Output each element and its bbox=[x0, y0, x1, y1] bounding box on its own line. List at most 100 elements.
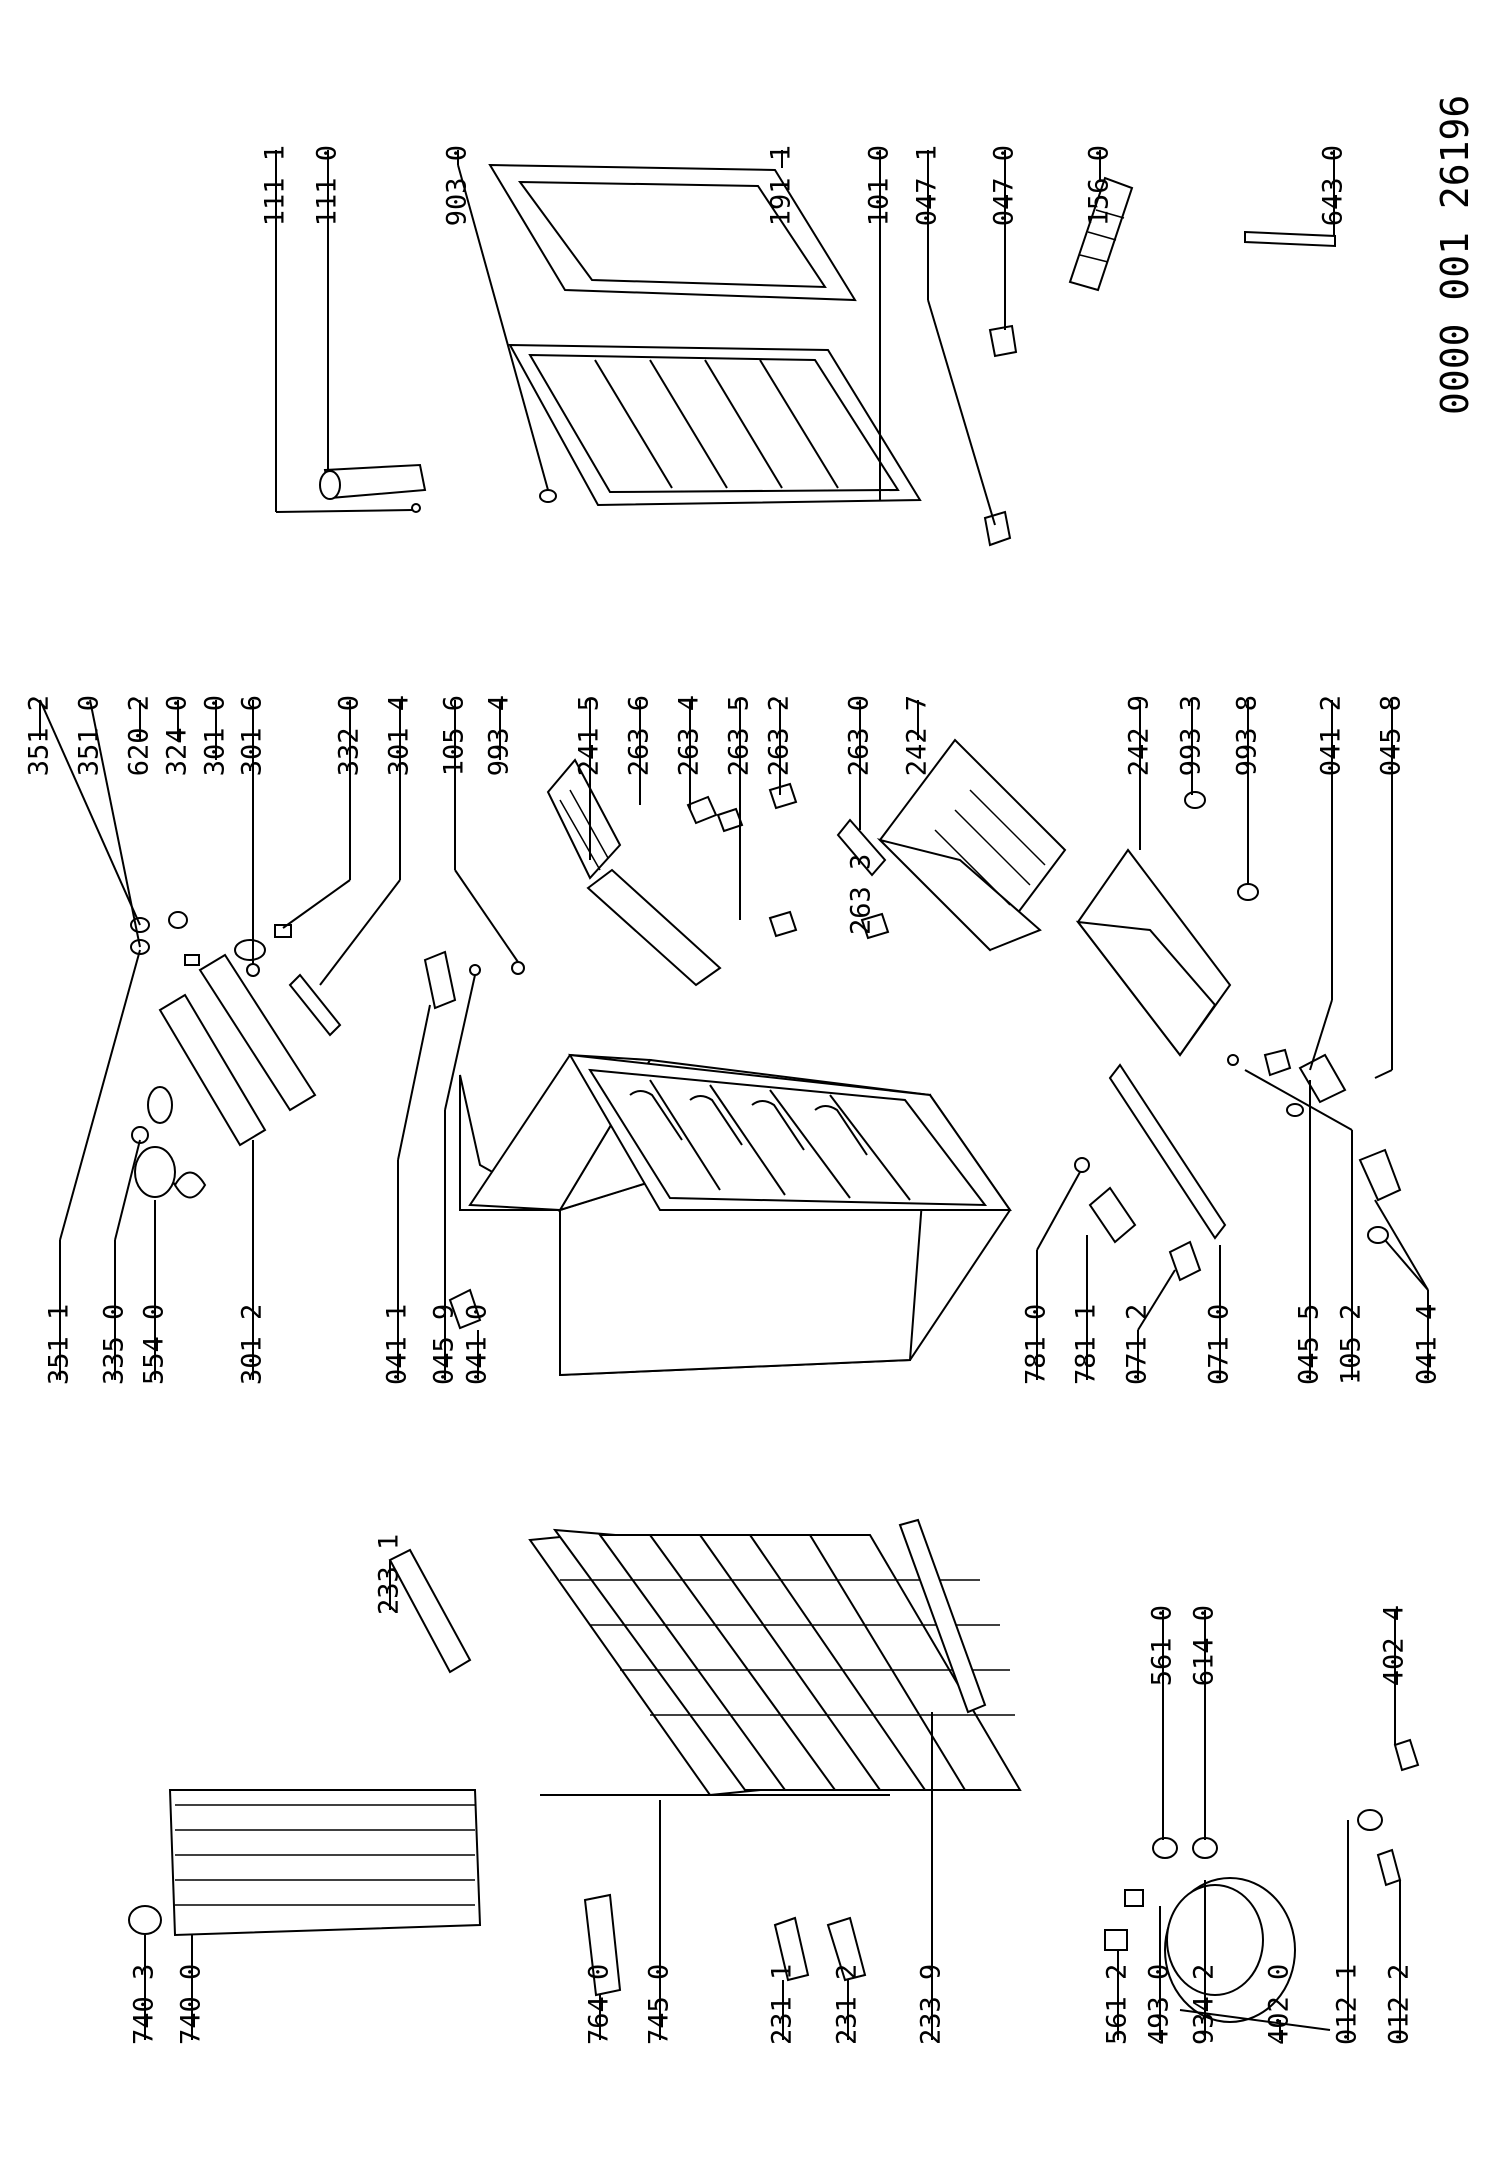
glass-shelf bbox=[546, 758, 622, 880]
door-panel bbox=[508, 343, 922, 507]
part-label: 745 0 bbox=[644, 1964, 675, 2045]
part-label: 324 0 bbox=[162, 695, 193, 776]
bracket-041-0 bbox=[448, 1288, 482, 1330]
clip-263-4 bbox=[716, 807, 744, 833]
clip-263-5 bbox=[768, 910, 798, 938]
part-label: 263 3 bbox=[846, 854, 877, 935]
part-label: 071 0 bbox=[1204, 1304, 1235, 1385]
grommet-012-1 bbox=[1357, 1809, 1383, 1831]
bracket bbox=[423, 950, 457, 1010]
part-561-0 bbox=[1152, 1837, 1178, 1859]
drawer-bottom bbox=[1075, 848, 1232, 1057]
part-label: 263 4 bbox=[674, 695, 705, 776]
part-231-1 bbox=[773, 1916, 810, 1982]
hinge-block-2 bbox=[988, 324, 1018, 358]
part-label: 233 9 bbox=[916, 1964, 947, 2045]
door-handle bbox=[1244, 230, 1336, 248]
part-label: 301 6 bbox=[237, 695, 268, 776]
part-label: 781 0 bbox=[1021, 1304, 1052, 1385]
part-label: 402 4 bbox=[1379, 1605, 1410, 1686]
part-label: 993 8 bbox=[1232, 695, 1263, 776]
part-label: 263 0 bbox=[844, 695, 875, 776]
part-label: 233 1 bbox=[374, 1534, 405, 1615]
knob-3 bbox=[168, 911, 188, 929]
clip bbox=[184, 954, 200, 966]
part-label: 351 2 bbox=[24, 695, 55, 776]
screw-105-2 bbox=[1227, 1054, 1239, 1066]
part-label: 041 0 bbox=[462, 1304, 493, 1385]
part-label: 764 0 bbox=[584, 1964, 615, 2045]
part-label: 614 0 bbox=[1189, 1605, 1220, 1686]
part-label: 012 2 bbox=[1384, 1964, 1415, 2045]
lamp-cover bbox=[288, 973, 342, 1037]
cap-740-3 bbox=[128, 1905, 162, 1935]
filter-drier bbox=[583, 1893, 622, 1997]
foot-071-2 bbox=[1168, 1240, 1202, 1282]
part-label: 045 8 bbox=[1376, 695, 1407, 776]
part-614-0 bbox=[1192, 1837, 1218, 1859]
part-label: 781 1 bbox=[1071, 1304, 1102, 1385]
document-number: 0000 001 26196 bbox=[1433, 95, 1477, 415]
part-label: 101 0 bbox=[864, 145, 895, 226]
part-label: 041 4 bbox=[1412, 1304, 1443, 1385]
part-label: 263 6 bbox=[624, 695, 655, 776]
clip-263-6 bbox=[686, 795, 718, 825]
part-label: 903 0 bbox=[442, 145, 473, 226]
part-label: 231 2 bbox=[832, 1964, 863, 2045]
part-label: 041 2 bbox=[1316, 695, 1347, 776]
hinge-block bbox=[983, 510, 1012, 547]
part-label: 301 0 bbox=[200, 695, 231, 776]
rod-233-9 bbox=[898, 1518, 987, 1714]
leader-lines-top bbox=[275, 150, 1335, 526]
part-label: 993 4 bbox=[484, 695, 515, 776]
part-label: 263 5 bbox=[724, 695, 755, 776]
part-label: 643 0 bbox=[1318, 145, 1349, 226]
thermostat-housing bbox=[131, 939, 317, 1199]
part-label: 740 0 bbox=[176, 1964, 207, 2045]
part-label: 191 1 bbox=[766, 145, 797, 226]
part-label: 012 1 bbox=[1332, 1964, 1363, 2045]
rod-233-1 bbox=[388, 1548, 472, 1674]
part-231-2 bbox=[826, 1916, 867, 1982]
top-hinge bbox=[319, 463, 427, 513]
part-label: 561 0 bbox=[1147, 1605, 1178, 1686]
leader-lines-bottom bbox=[144, 1560, 1401, 2040]
hinge-041-2 bbox=[1298, 1053, 1347, 1104]
lamp bbox=[246, 963, 260, 977]
vent-grille bbox=[1088, 1186, 1137, 1244]
clip-263-3 bbox=[860, 912, 890, 940]
part-label: 156 0 bbox=[1084, 145, 1115, 226]
pin-2 bbox=[511, 961, 525, 975]
ice-tray bbox=[1068, 176, 1134, 292]
part-label: 045 5 bbox=[1294, 1304, 1325, 1385]
compressor bbox=[1164, 1877, 1331, 2031]
part-label: 242 7 bbox=[902, 695, 933, 776]
part-label: 301 2 bbox=[237, 1304, 268, 1385]
door-shelf bbox=[586, 868, 722, 987]
part-label: 301 4 bbox=[384, 695, 415, 776]
part-label: 047 0 bbox=[989, 145, 1020, 226]
part-label: 561 2 bbox=[1102, 1964, 1133, 2045]
wire-shelves bbox=[528, 1528, 1022, 1797]
part-label: 071 2 bbox=[1122, 1304, 1153, 1385]
cap-993-3 bbox=[1184, 791, 1206, 809]
part-label: 105 6 bbox=[439, 695, 470, 776]
relay-493-0 bbox=[1124, 1889, 1144, 1907]
sleeve-012-2 bbox=[1376, 1848, 1402, 1887]
leader-lines-middle bbox=[39, 699, 1429, 1380]
plate-045-5 bbox=[1263, 1048, 1292, 1077]
part-label: 241 5 bbox=[574, 695, 605, 776]
part-label: 047 1 bbox=[912, 145, 943, 226]
clip-2 bbox=[274, 924, 292, 938]
part-402-4 bbox=[1393, 1738, 1420, 1772]
pin bbox=[469, 964, 481, 976]
part-label: 402 0 bbox=[1264, 1964, 1295, 2045]
part-label: 934 2 bbox=[1189, 1964, 1220, 2045]
strip-263-0 bbox=[836, 818, 887, 877]
screw bbox=[539, 489, 557, 503]
cabinet bbox=[459, 1053, 1012, 1377]
part-label: 105 2 bbox=[1336, 1304, 1367, 1385]
part-label: 242 9 bbox=[1124, 695, 1155, 776]
